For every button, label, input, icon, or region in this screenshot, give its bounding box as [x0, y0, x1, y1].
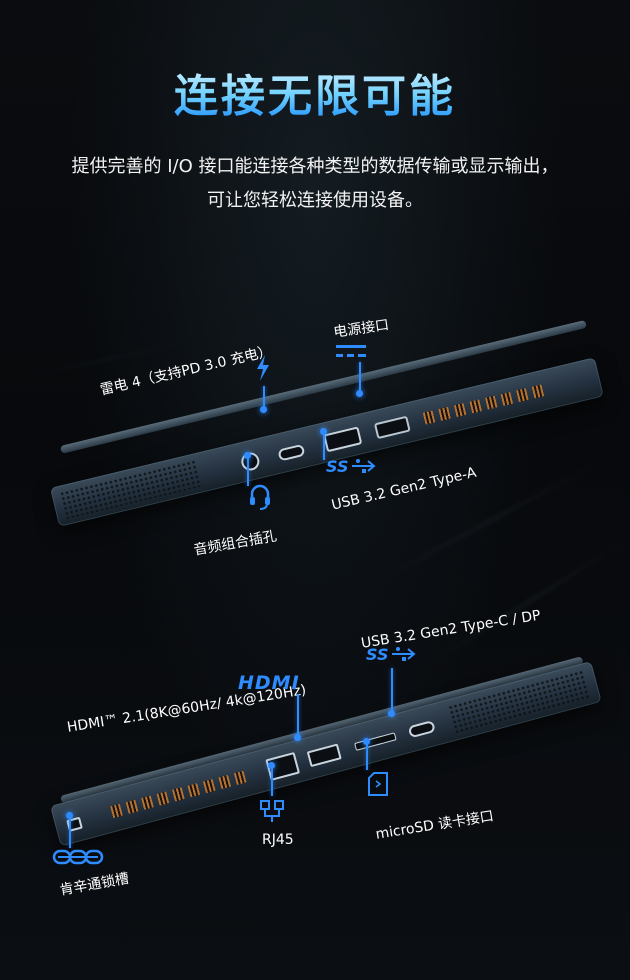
thunderbolt-leader-line [263, 386, 265, 408]
svg-text:SS: SS [366, 645, 388, 664]
vent [218, 774, 232, 790]
vent [516, 388, 529, 403]
vent [202, 779, 216, 794]
dc-power-icon [336, 345, 366, 357]
hdmi-leader-dot [294, 734, 301, 741]
network-icon [260, 800, 284, 822]
hdmi-leader-line [297, 694, 299, 736]
sd-card-icon [368, 772, 388, 796]
svg-text:HDMI: HDMI [238, 672, 300, 692]
audio-leader-line [247, 458, 249, 486]
vent [125, 799, 139, 814]
speaker-grille [59, 459, 202, 520]
subtitle-line-1: 提供完善的 I/O 接口能连接各种类型的数据传输或显示输出， [71, 156, 559, 177]
vent [171, 787, 185, 802]
thunderbolt-port [277, 443, 306, 462]
svg-text:SS: SS [326, 457, 348, 476]
superspeed-usb-icon: SS [366, 645, 416, 664]
vent [531, 384, 545, 399]
subtitle-line-2: 可让您轻松连接使用设备。 [207, 190, 423, 211]
vent [141, 795, 154, 810]
page-subtitle: 提供完善的 I/O 接口能连接各种类型的数据传输或显示输出， 可让您轻松连接使用… [0, 150, 630, 218]
superspeed-usb-icon: SS [326, 457, 376, 476]
microsd-leader-line [366, 744, 368, 770]
vent [156, 791, 170, 806]
vent [110, 803, 123, 819]
usb-a-leader-dot [320, 428, 327, 435]
kensington-label: 肯辛通锁槽 [58, 870, 131, 899]
vent [485, 395, 498, 410]
vent [469, 399, 482, 414]
lightning-icon [257, 355, 269, 381]
usb-a-leader-line [323, 434, 325, 460]
power-port [373, 415, 411, 440]
usb-c-leader-dot [388, 710, 395, 717]
audio-label: 音频组合插孔 [192, 528, 279, 559]
laptop-body [50, 661, 602, 847]
usb-a-port [323, 426, 363, 453]
kensington-leader-line [69, 818, 71, 848]
vent [500, 391, 514, 406]
thunderbolt-leader-dot [260, 406, 267, 413]
rj45-label: RJ45 [262, 832, 294, 848]
headset-icon [250, 484, 270, 510]
rj45-leader-dot [268, 762, 275, 769]
vent [453, 403, 467, 418]
usb-c-port [407, 719, 436, 739]
usb-c-leader-line [391, 668, 393, 712]
power-leader-dot [356, 390, 363, 397]
lock-chain-icon [52, 849, 104, 865]
vent [438, 406, 451, 421]
microsd-slot [354, 732, 397, 751]
vent [422, 410, 436, 425]
speaker-grille [447, 669, 591, 735]
laptop-left-side [30, 620, 602, 847]
microsd-leader-dot [363, 738, 370, 745]
vent [233, 770, 247, 785]
hdmi-port [306, 743, 342, 768]
power-leader-line [359, 362, 361, 392]
hdmi-logo: HDMI [238, 672, 300, 692]
vent [187, 783, 201, 798]
page-title: 连接无限可能 [0, 60, 630, 124]
audio-leader-dot [244, 452, 251, 459]
rj45-leader-line [271, 768, 273, 796]
kensington-leader-dot [66, 812, 73, 819]
